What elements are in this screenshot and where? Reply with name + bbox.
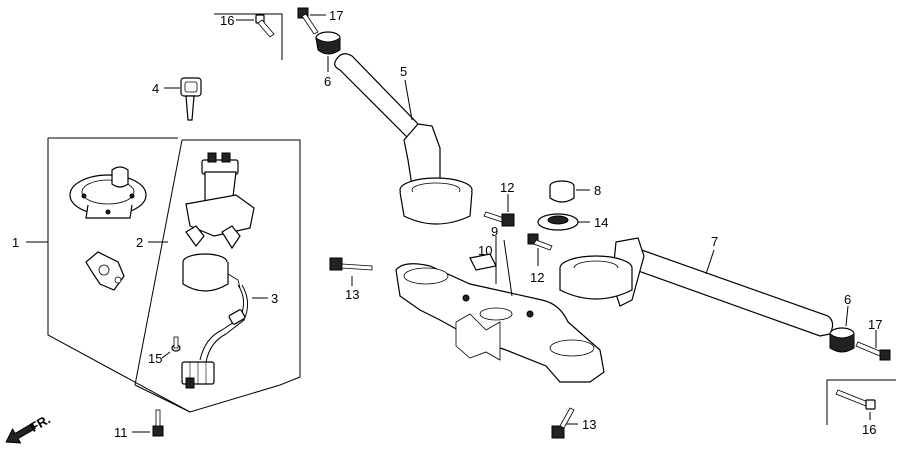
top-bracket-frame (214, 13, 283, 60)
callout-15: 15 (148, 351, 162, 366)
grommet-8-part (549, 180, 575, 203)
key-part (180, 77, 202, 121)
switch-harness-part (181, 253, 248, 389)
bar-end-6-right-part (829, 327, 855, 353)
left-handlebar-part (334, 53, 473, 225)
callout-3: 3 (271, 291, 278, 306)
callout-2: 2 (136, 235, 143, 250)
callout-12-upper: 12 (500, 180, 514, 195)
right-handlebar-part (559, 237, 834, 337)
seat-lock-part (85, 251, 125, 291)
washer-14-part (537, 213, 579, 231)
callout-6-right: 6 (844, 292, 851, 307)
callout-9: 9 (491, 224, 498, 239)
bottom-right-bracket-frame (826, 379, 896, 425)
ignition-switch-part (185, 152, 255, 250)
callout-12-lower: 12 (530, 270, 544, 285)
callout-16-top: 16 (220, 13, 234, 28)
callout-labels: 1 2 3 4 5 6 6 7 8 9 10 11 12 12 13 13 14… (12, 8, 882, 440)
callout-17-top: 17 (329, 8, 343, 23)
fuel-cap-part (69, 166, 147, 219)
callout-17-right: 17 (868, 317, 882, 332)
callout-7: 7 (711, 234, 718, 249)
bolt-15-part (171, 336, 181, 352)
bolt-17-right-part (855, 341, 891, 361)
callout-1: 1 (12, 235, 19, 250)
top-bridge-part (395, 263, 605, 383)
callout-8: 8 (594, 183, 601, 198)
bolt-17-top-part (297, 7, 319, 35)
callout-4: 4 (152, 81, 159, 96)
bar-end-6-top-part (315, 31, 341, 55)
callout-11: 11 (114, 425, 128, 440)
leader-lines (26, 14, 877, 433)
bolt-12-upper-part (483, 211, 515, 227)
bolt-13-left-part (329, 257, 373, 271)
bolt-16-top-part (255, 14, 275, 38)
callout-13-bottom: 13 (582, 417, 596, 432)
arrow-icon (5, 422, 37, 444)
bolt-11-part (152, 409, 164, 437)
bolt-12-lower-part (527, 233, 553, 251)
front-direction-indicator: FR. (5, 411, 53, 444)
callout-10: 10 (478, 243, 492, 258)
callout-14: 14 (594, 215, 608, 230)
callout-6-top: 6 (324, 74, 331, 89)
bolt-13-bottom-part (551, 407, 575, 439)
callout-13-left: 13 (345, 287, 359, 302)
ignition-set-frame (47, 137, 301, 413)
callout-16-right: 16 (862, 422, 876, 437)
callout-5: 5 (400, 64, 407, 79)
bolt-16-right-part (835, 389, 876, 410)
